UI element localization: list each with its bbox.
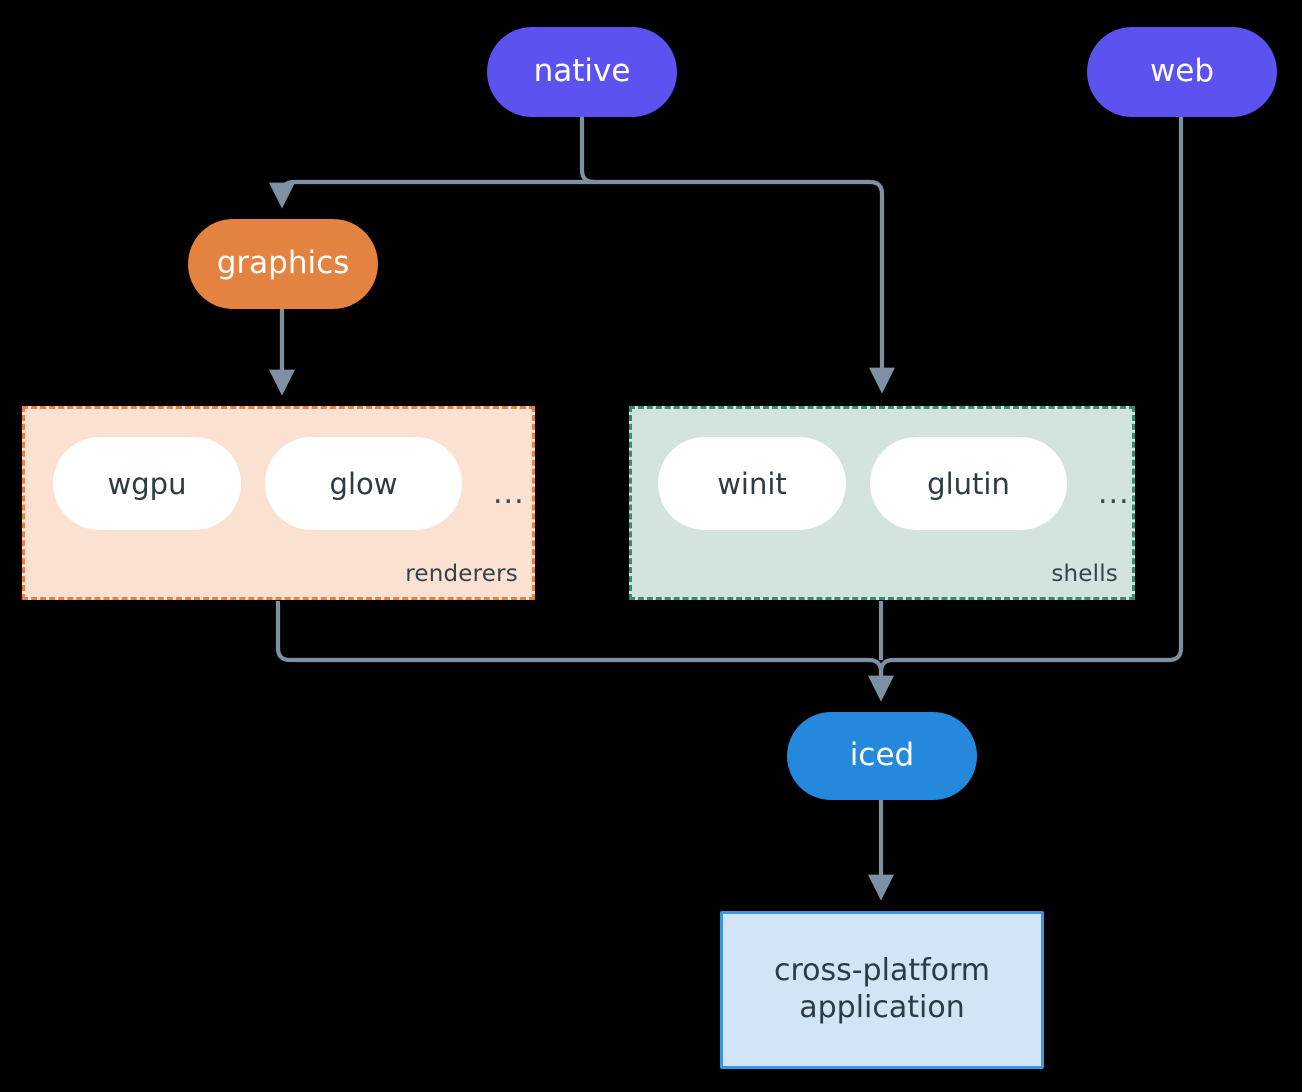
node-iced-label: iced bbox=[849, 737, 915, 774]
renderer-item-wgpu[interactable]: wgpu bbox=[53, 437, 241, 530]
group-renderers-label: renderers bbox=[405, 561, 518, 587]
node-application-line2: application bbox=[799, 990, 965, 1025]
shell-item-glutin-label: glutin bbox=[927, 466, 1010, 501]
edge-native-stem bbox=[579, 117, 595, 185]
group-renderers: wgpu glow ... renderers bbox=[22, 406, 535, 600]
node-application[interactable]: cross-platform application bbox=[720, 911, 1044, 1069]
renderer-item-glow-label: glow bbox=[329, 466, 398, 501]
node-iced[interactable]: iced bbox=[787, 712, 977, 800]
shell-item-winit-label: winit bbox=[717, 466, 787, 501]
node-application-line1: cross-platform bbox=[773, 953, 991, 989]
shells-overflow-ellipsis: ... bbox=[1098, 476, 1130, 511]
shell-item-winit[interactable]: winit bbox=[658, 437, 846, 530]
group-shells: winit glutin ... shells bbox=[629, 406, 1135, 600]
shell-item-glutin[interactable]: glutin bbox=[870, 437, 1067, 530]
edge-native-to-shells bbox=[582, 179, 896, 394]
node-web-label: web bbox=[1149, 53, 1215, 90]
edge-renderers-to-iced bbox=[275, 601, 895, 702]
edge-native-to-graphics bbox=[268, 179, 582, 209]
renderers-overflow-ellipsis: ... bbox=[493, 476, 525, 511]
node-native-label: native bbox=[533, 53, 631, 90]
node-web[interactable]: web bbox=[1087, 27, 1277, 117]
node-graphics-label: graphics bbox=[216, 245, 350, 282]
renderer-item-glow[interactable]: glow bbox=[265, 437, 462, 530]
node-native[interactable]: native bbox=[487, 27, 677, 117]
group-shells-label: shells bbox=[1051, 561, 1118, 587]
node-graphics[interactable]: graphics bbox=[188, 219, 378, 309]
renderer-item-wgpu-label: wgpu bbox=[107, 466, 187, 501]
